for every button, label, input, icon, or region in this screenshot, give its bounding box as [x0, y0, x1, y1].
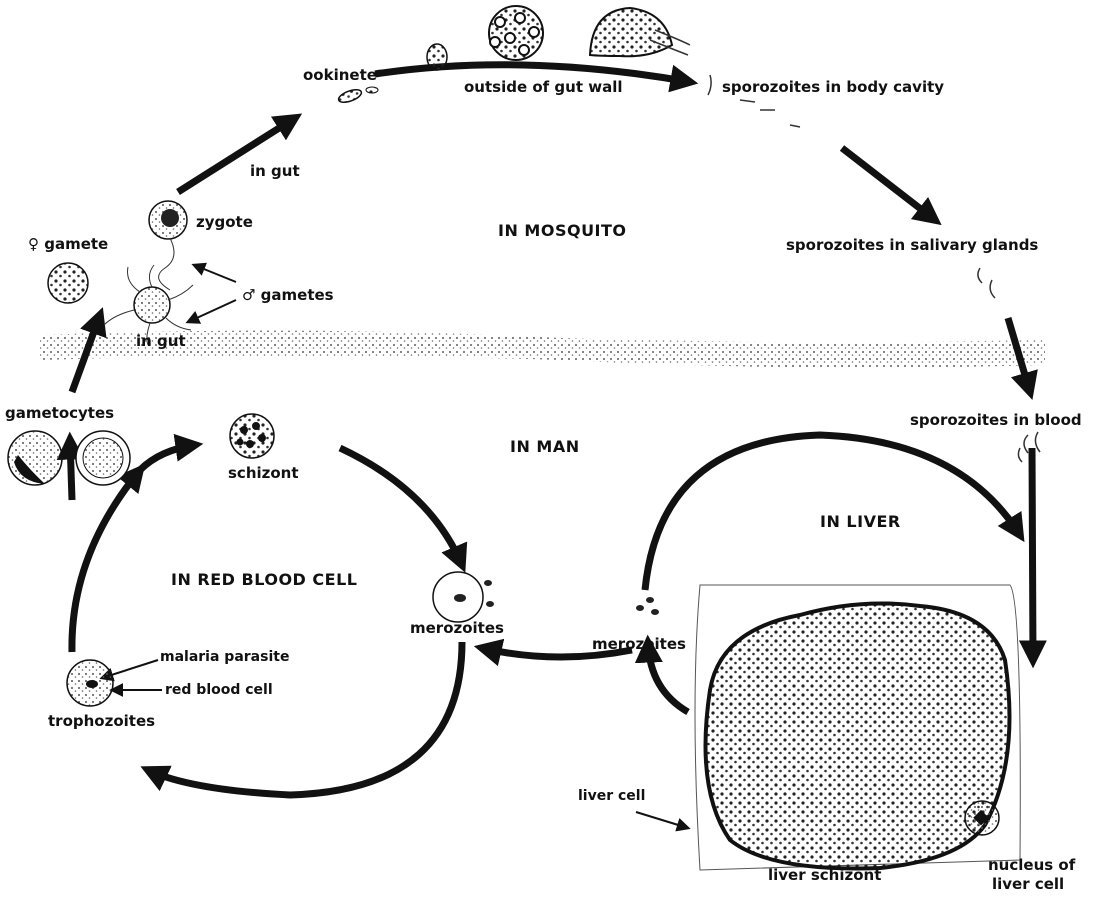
arrow-to-schizont	[140, 445, 195, 470]
label-in-liver: IN LIVER	[820, 513, 901, 531]
label-female-gamete: ♀ gamete	[28, 236, 108, 253]
female-gamete-icon	[48, 263, 88, 303]
label-zygote: zygote	[196, 214, 253, 231]
label-sporozoites-body-cavity: sporozoites in body cavity	[722, 79, 944, 96]
pointer-liver-cell	[636, 812, 688, 828]
arrow-gut-to-ookinete	[178, 118, 295, 192]
pointer-male-gametes-1	[194, 265, 236, 282]
label-in-red-blood-cell: IN RED BLOOD CELL	[171, 571, 357, 589]
label-sporozoites-blood: sporozoites in blood	[910, 412, 1082, 429]
label-schizont: schizont	[228, 465, 299, 482]
liver-merozoites-icon	[636, 597, 659, 615]
salivary-sporozoites-icon	[978, 268, 995, 298]
label-in-man: IN MAN	[510, 438, 580, 456]
free-merozoites-icon	[484, 580, 492, 586]
label-ookinete: ookinete	[303, 67, 377, 84]
arrow-blood-to-liver	[1032, 448, 1033, 660]
ookinete-small-icon	[366, 87, 378, 93]
label-nucleus-line2: liver cell	[992, 876, 1064, 893]
label-merozoites-rbc: merozoites	[410, 620, 504, 637]
arrow-rbc-left	[72, 470, 140, 652]
ookinete-icon	[337, 87, 363, 105]
label-liver-cell: liver cell	[578, 789, 645, 804]
label-in-mosquito: IN MOSQUITO	[498, 222, 627, 240]
arrow-schizont-to-merozoites	[340, 448, 462, 565]
liver-schizont-icon	[706, 603, 1010, 868]
zygote-nucleus-icon	[161, 209, 179, 227]
label-liver-schizont: liver schizont	[768, 867, 881, 884]
arrow-to-gametocytes-left	[70, 440, 72, 500]
schizont-icon	[230, 414, 274, 458]
exflagellating-gametocyte-icon	[134, 287, 170, 323]
label-sporozoites-salivary: sporozoites in salivary glands	[786, 237, 1038, 254]
label-malaria-parasite: malaria parasite	[160, 650, 289, 665]
pointer-male-gametes-2	[188, 300, 236, 322]
arrow-liver-arc-bottom	[648, 643, 688, 712]
label-outside-gut-wall: outside of gut wall	[464, 79, 622, 96]
label-gametocytes: gametocytes	[5, 405, 114, 422]
label-in-gut-bottom: in gut	[136, 333, 186, 350]
label-nucleus-line1: nucleus of	[988, 857, 1075, 874]
zygote-tail-icon	[159, 238, 174, 290]
label-trophozoites: trophozoites	[48, 713, 155, 730]
arrow-to-salivary	[842, 148, 935, 220]
label-red-blood-cell: red blood cell	[165, 683, 273, 698]
gut-wall-band	[40, 331, 1045, 368]
label-male-gametes: ♂ gametes	[242, 287, 334, 304]
label-merozoites-liver: merozoites	[592, 636, 686, 653]
label-in-gut-top: in gut	[250, 163, 300, 180]
oocyst-small-icon	[427, 44, 447, 70]
